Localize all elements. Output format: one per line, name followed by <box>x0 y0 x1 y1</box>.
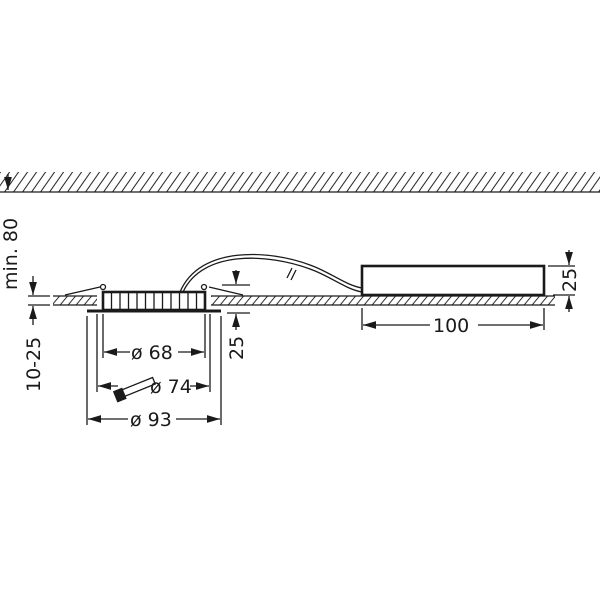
driver-height-label: 25 <box>559 268 581 292</box>
dimension-lines <box>4 174 575 425</box>
saw-icon <box>112 376 157 403</box>
cutout-label: ø 74 <box>150 376 192 398</box>
luminaire <box>64 283 244 313</box>
luminaire-height-label: 25 <box>226 336 248 360</box>
driver-length-label: 100 <box>433 315 469 337</box>
driver-box <box>360 264 546 297</box>
min-clearance-label: min. 80 <box>0 218 22 290</box>
cutout-inner-label: ø 68 <box>131 342 173 364</box>
outer-diameter-label: ø 93 <box>130 409 172 431</box>
cable <box>179 253 363 293</box>
upper-ceiling <box>0 172 600 193</box>
ceiling-thickness-label: 10-25 <box>23 337 45 392</box>
